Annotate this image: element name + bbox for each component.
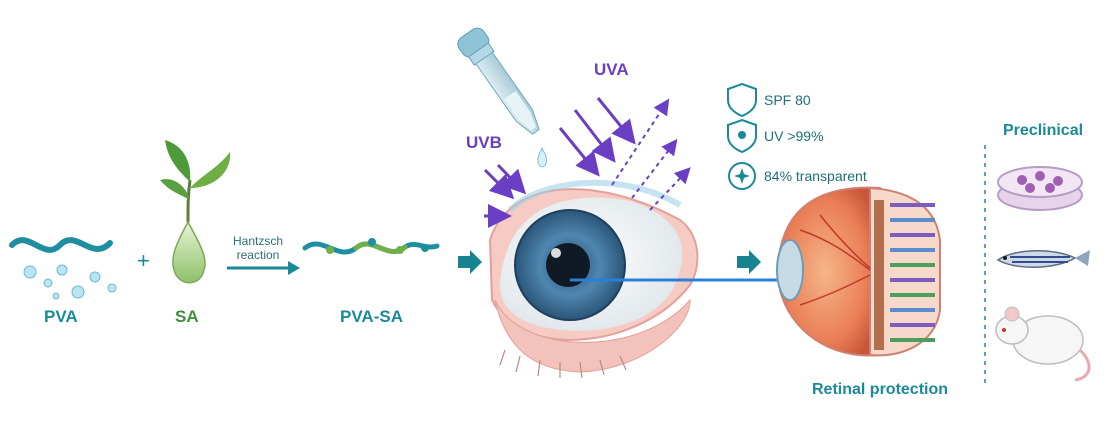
petri-dish-icon: [997, 166, 1083, 211]
eye-illustration: [488, 179, 699, 379]
plus-sign: +: [137, 248, 150, 273]
sa-label: SA: [175, 307, 199, 326]
pva-label: PVA: [44, 307, 78, 326]
flow-arrow-to-eye: [458, 250, 482, 274]
flow-arrow-to-retina: [737, 250, 761, 274]
retina-illustration: [776, 186, 941, 357]
reaction-label: Hantzsch reaction: [226, 234, 290, 262]
uva-label: UVA: [594, 60, 629, 79]
reflected-uv-arrows: [611, 98, 691, 211]
retinal-protection-label: Retinal protection: [812, 381, 949, 398]
mouse-icon: [995, 306, 1091, 382]
sun-shield-icon: [727, 118, 757, 154]
pva-polymer-icon: [9, 237, 117, 300]
eye-dropper-icon: [457, 27, 540, 135]
uvb-arrows: [483, 163, 527, 228]
pva-sa-polymer-icon: [302, 238, 440, 255]
zebrafish-icon: [996, 250, 1090, 268]
reaction-label-line1: Hantzsch: [232, 234, 284, 248]
preclinical-label: Preclinical: [1003, 122, 1084, 139]
feature-transparency: 84% transparent: [764, 168, 867, 184]
sparkle-icon: [728, 162, 756, 190]
uvb-label: UVB: [466, 133, 502, 152]
feature-spf: SPF 80: [764, 92, 811, 108]
shield-icon: [727, 82, 757, 118]
sa-plant-drop-icon: [160, 140, 231, 284]
reaction-label-line2: reaction: [236, 248, 280, 262]
feature-uv-block: UV >99%: [764, 128, 824, 144]
eye-drop-icon: [537, 146, 547, 168]
uva-arrows: [558, 97, 636, 177]
pva-sa-label: PVA-SA: [340, 307, 403, 326]
